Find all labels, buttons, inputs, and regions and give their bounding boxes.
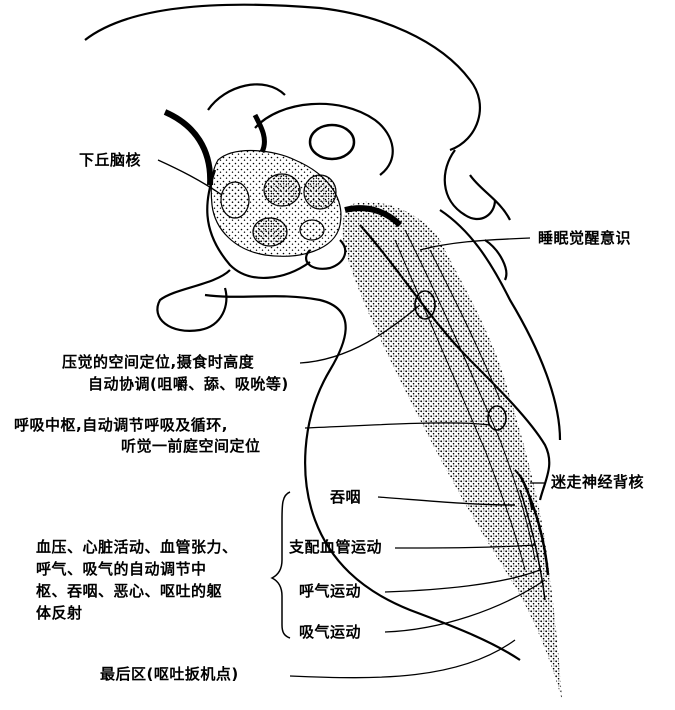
nuclei-cluster [211,151,341,257]
label-respiratory-line2: 听觉一前庭空间定位 [121,437,261,456]
label-group-line3: 枢、吞咽、恶心、呕吐的躯 [36,582,222,601]
label-inspiration: 吸气运动 [299,623,361,642]
label-sleep-wake: 睡眠觉醒意识 [538,229,631,248]
label-swallow: 吞咽 [330,488,361,507]
group-bracket [272,492,290,638]
label-vasomotor: 支配血管运动 [289,538,382,557]
label-group-line1: 血压、心脏活动、血管张力、 [36,538,238,557]
label-vagus-dorsal: 迷走神经背核 [551,473,644,492]
label-group-line4: 体反射 [36,604,83,623]
label-respiratory-line1: 呼吸中枢,自动调节呼吸及循环, [14,416,228,435]
label-group-line2: 呼气、吸气的自动调节中 [36,560,207,579]
label-pressure-line2: 自动协调(咀嚼、舔、吸吮等) [88,375,289,394]
label-inferior-colliculus: 下丘脑核 [79,151,141,170]
label-expiration: 呼气运动 [299,582,361,601]
label-area-postrema: 最后区(呕吐扳机点) [100,665,239,684]
label-pressure-line1: 压觉的空间定位,摄食时高度 [62,353,254,372]
